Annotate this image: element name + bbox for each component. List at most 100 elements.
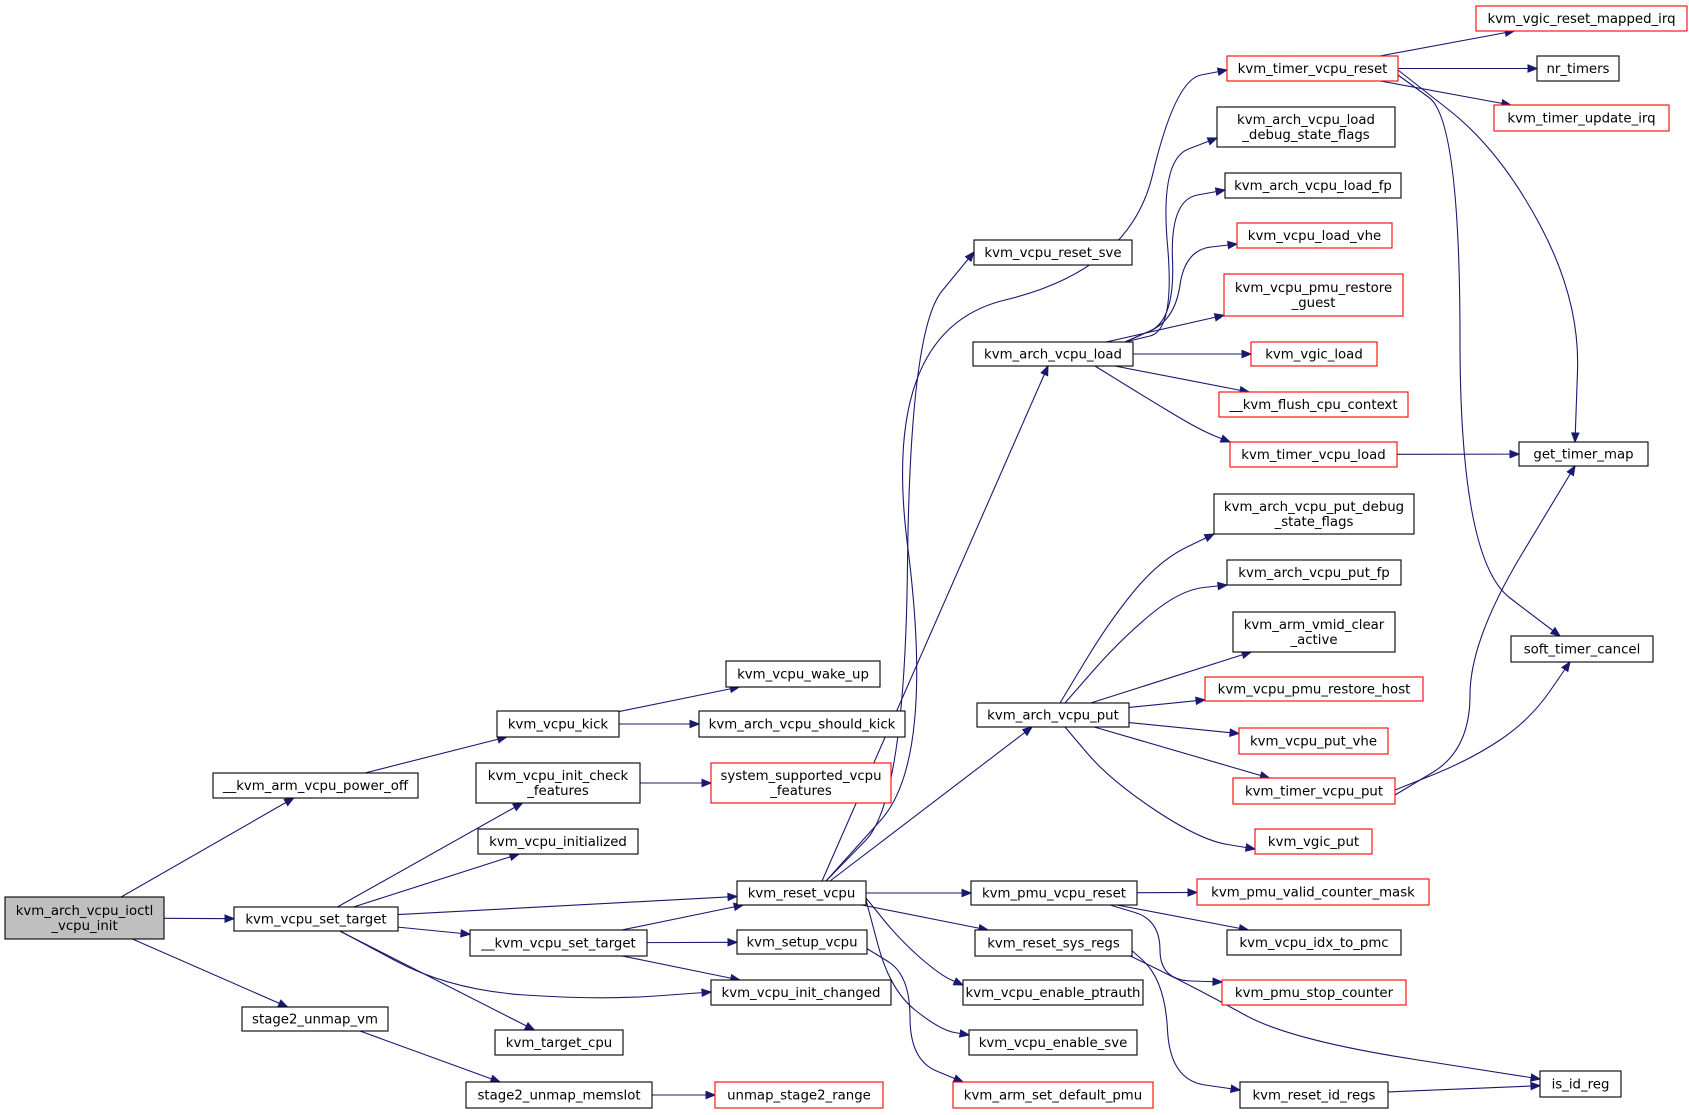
function-node-label: _state_flags — [1274, 515, 1354, 530]
function-node-__set_target[interactable]: __kvm_vcpu_set_target — [469, 929, 648, 957]
function-node-label: is_id_reg — [1552, 1078, 1610, 1093]
function-node-label: kvm_pmu_vcpu_reset — [982, 887, 1126, 902]
function-node-label: kvm_vcpu_reset_sve — [984, 246, 1121, 261]
function-node-load_debug[interactable]: kvm_arch_vcpu_load_debug_state_flags — [1216, 106, 1396, 148]
function-node-put_vhe[interactable]: kvm_vcpu_put_vhe — [1238, 727, 1389, 755]
function-node-label: kvm_vcpu_enable_ptrauth — [966, 986, 1141, 1001]
function-node-label: stage2_unmap_vm — [252, 1013, 378, 1028]
function-node-label: kvm_reset_vcpu — [748, 887, 856, 902]
function-node-initialized[interactable]: kvm_vcpu_initialized — [477, 828, 639, 855]
function-node-enable_ptrauth[interactable]: kvm_vcpu_enable_ptrauth — [962, 979, 1144, 1006]
function-node-timer_vcpu_reset[interactable]: kvm_timer_vcpu_reset — [1226, 55, 1399, 82]
function-node-label: kvm_vcpu_put_vhe — [1250, 735, 1377, 750]
function-node-sys_supported[interactable]: system_supported_vcpu_features — [710, 762, 892, 804]
call-edge-timer_vcpu_reset-to-timer_update_irq — [1380, 80, 1513, 108]
function-node-label: system_supported_vcpu — [720, 769, 881, 784]
function-node-target_cpu[interactable]: kvm_target_cpu — [494, 1029, 624, 1056]
function-node-reset_id_regs[interactable]: kvm_reset_id_regs — [1239, 1081, 1389, 1109]
function-node-init_check[interactable]: kvm_vcpu_init_check_features — [475, 762, 641, 804]
function-node-label: kvm_vcpu_init_changed — [722, 986, 881, 1001]
function-node-vcpu_load[interactable]: kvm_arch_vcpu_load — [972, 341, 1134, 367]
call-edge-s2_unmap_vm-to-s2_unmap_memslot — [359, 1030, 502, 1083]
call-edge-timer_vcpu_reset-to-vgic_reset_mapped — [1379, 28, 1516, 57]
function-node-is_id_reg[interactable]: is_id_reg — [1539, 1070, 1622, 1098]
function-node-kick[interactable]: kvm_vcpu_kick — [496, 710, 620, 738]
call-edges — [120, 28, 1580, 1100]
function-node-load_vhe[interactable]: kvm_vcpu_load_vhe — [1236, 222, 1393, 249]
function-node-label: kvm_vcpu_idx_to_pmc — [1239, 936, 1388, 951]
function-node-pmu_vcpu_reset[interactable]: kvm_pmu_vcpu_reset — [970, 880, 1138, 906]
call-edge-s2_unmap_memslot-to-unmap_s2_range — [652, 1090, 717, 1100]
function-node-label: unmap_stage2_range — [727, 1089, 871, 1104]
function-node-get_timer_map[interactable]: get_timer_map — [1518, 441, 1649, 467]
function-node-nr_timers[interactable]: nr_timers — [1536, 55, 1620, 82]
function-node-label: stage2_unmap_memslot — [477, 1089, 640, 1104]
call-edge-__set_target-to-setup_vcpu — [646, 937, 739, 947]
call-edge-set_target-to-init_changed — [339, 930, 713, 999]
function-node-timer_update_irq[interactable]: kvm_timer_update_irq — [1493, 104, 1670, 132]
function-node-init_changed[interactable]: kvm_vcpu_init_changed — [710, 979, 892, 1006]
call-edge-vcpu_put-to-put_debug — [1059, 533, 1216, 704]
function-node-label: kvm_timer_vcpu_put — [1245, 785, 1383, 800]
function-node-timer_vcpu_load[interactable]: kvm_timer_vcpu_load — [1229, 441, 1398, 468]
function-node-s2_unmap_vm[interactable]: stage2_unmap_vm — [241, 1006, 389, 1032]
function-node-label: kvm_target_cpu — [506, 1036, 612, 1051]
function-node-unmap_s2_range[interactable]: unmap_stage2_range — [714, 1081, 884, 1109]
function-node-power_off[interactable]: __kvm_arm_vcpu_power_off — [212, 772, 419, 799]
function-node-root[interactable]: kvm_arch_vcpu_ioctl_vcpu_init — [4, 896, 165, 940]
function-node-wake_up[interactable]: kvm_vcpu_wake_up — [725, 660, 881, 688]
function-node-soft_timer_cancel[interactable]: soft_timer_cancel — [1510, 635, 1654, 663]
call-edge-reset_vcpu-to-vcpu_load — [821, 364, 1049, 882]
call-edge-vcpu_put-to-pmu_restore_host — [1128, 696, 1207, 708]
function-node-label: _features — [769, 784, 832, 799]
function-node-label: kvm_vcpu_initialized — [489, 835, 627, 850]
call-edge-timer_vcpu_reset-to-get_timer_map — [1397, 69, 1580, 444]
call-edge-timer_vcpu_put-to-soft_timer_cancel — [1394, 660, 1571, 791]
function-node-set_default_pmu[interactable]: kvm_arm_set_default_pmu — [952, 1081, 1154, 1109]
call-edge-vcpu_put-to-put_vhe — [1128, 722, 1241, 737]
call-edge-vcpu_load-to-flush_cpu — [1114, 365, 1251, 395]
call-edge-vcpu_put-to-timer_vcpu_put — [1094, 726, 1271, 780]
function-node-vmid_clear[interactable]: kvm_arm_vmid_clear_active — [1232, 611, 1396, 653]
function-node-reset_sys_regs[interactable]: kvm_reset_sys_regs — [974, 929, 1133, 957]
function-node-label: __kvm_flush_cpu_context — [1228, 398, 1397, 413]
function-node-vcpu_put[interactable]: kvm_arch_vcpu_put — [976, 702, 1130, 728]
call-edge-root-to-s2_unmap_vm — [132, 938, 289, 1008]
function-node-reset_sve[interactable]: kvm_vcpu_reset_sve — [973, 239, 1133, 266]
function-node-should_kick[interactable]: kvm_arch_vcpu_should_kick — [698, 710, 906, 738]
function-node-setup_vcpu[interactable]: kvm_setup_vcpu — [736, 929, 868, 955]
call-edge-reset_vcpu-to-reset_sve — [825, 250, 975, 882]
function-node-pmu_valid_mask[interactable]: kvm_pmu_valid_counter_mask — [1196, 878, 1430, 906]
function-node-label: kvm_arch_vcpu_load — [984, 348, 1122, 363]
function-node-timer_vcpu_put[interactable]: kvm_timer_vcpu_put — [1232, 777, 1396, 805]
call-edge-kick-to-should_kick — [619, 719, 701, 729]
function-node-label: kvm_arm_set_default_pmu — [964, 1089, 1142, 1104]
function-node-pmu_stop_counter[interactable]: kvm_pmu_stop_counter — [1221, 979, 1407, 1006]
function-node-enable_sve[interactable]: kvm_vcpu_enable_sve — [968, 1029, 1138, 1056]
function-node-label: kvm_pmu_valid_counter_mask — [1211, 886, 1415, 901]
function-node-vgic_put[interactable]: kvm_vgic_put — [1254, 828, 1373, 855]
function-node-label: kvm_timer_update_irq — [1507, 112, 1655, 127]
function-node-label: _features — [526, 784, 589, 799]
function-node-pmu_restore_host[interactable]: kvm_vcpu_pmu_restore_host — [1204, 676, 1424, 702]
call-edge-vcpu_load-to-load_debug — [1124, 137, 1219, 343]
function-node-label: kvm_vgic_reset_mapped_irq — [1487, 12, 1675, 27]
function-node-label: kvm_pmu_stop_counter — [1235, 986, 1394, 1001]
function-node-load_fp[interactable]: kvm_arch_vcpu_load_fp — [1224, 172, 1402, 199]
call-edge-timer_vcpu_reset-to-nr_timers — [1398, 64, 1539, 73]
call-edge-vcpu_load-to-pmu_restore_guest — [1105, 313, 1226, 343]
function-node-s2_unmap_memslot[interactable]: stage2_unmap_memslot — [465, 1081, 653, 1109]
function-node-label: kvm_setup_vcpu — [746, 936, 857, 951]
function-node-pmu_restore_guest[interactable]: kvm_vcpu_pmu_restore_guest — [1223, 273, 1404, 317]
call-edge-reset_sys_regs-to-is_id_reg — [1109, 945, 1542, 1082]
function-node-label: kvm_vgic_load — [1265, 348, 1363, 363]
function-node-reset_vcpu[interactable]: kvm_reset_vcpu — [736, 880, 867, 906]
function-node-idx_to_pmc[interactable]: kvm_vcpu_idx_to_pmc — [1226, 929, 1402, 956]
function-node-vgic_reset_mapped[interactable]: kvm_vgic_reset_mapped_irq — [1475, 5, 1688, 32]
function-node-put_fp[interactable]: kvm_arch_vcpu_put_fp — [1226, 559, 1402, 586]
call-edge-vcpu_load-to-vgic_load — [1133, 349, 1253, 359]
function-node-set_target[interactable]: kvm_vcpu_set_target — [233, 906, 399, 932]
function-node-flush_cpu[interactable]: __kvm_flush_cpu_context — [1218, 391, 1409, 418]
function-node-put_debug[interactable]: kvm_arch_vcpu_put_debug_state_flags — [1213, 493, 1415, 535]
function-node-vgic_load[interactable]: kvm_vgic_load — [1250, 341, 1378, 367]
